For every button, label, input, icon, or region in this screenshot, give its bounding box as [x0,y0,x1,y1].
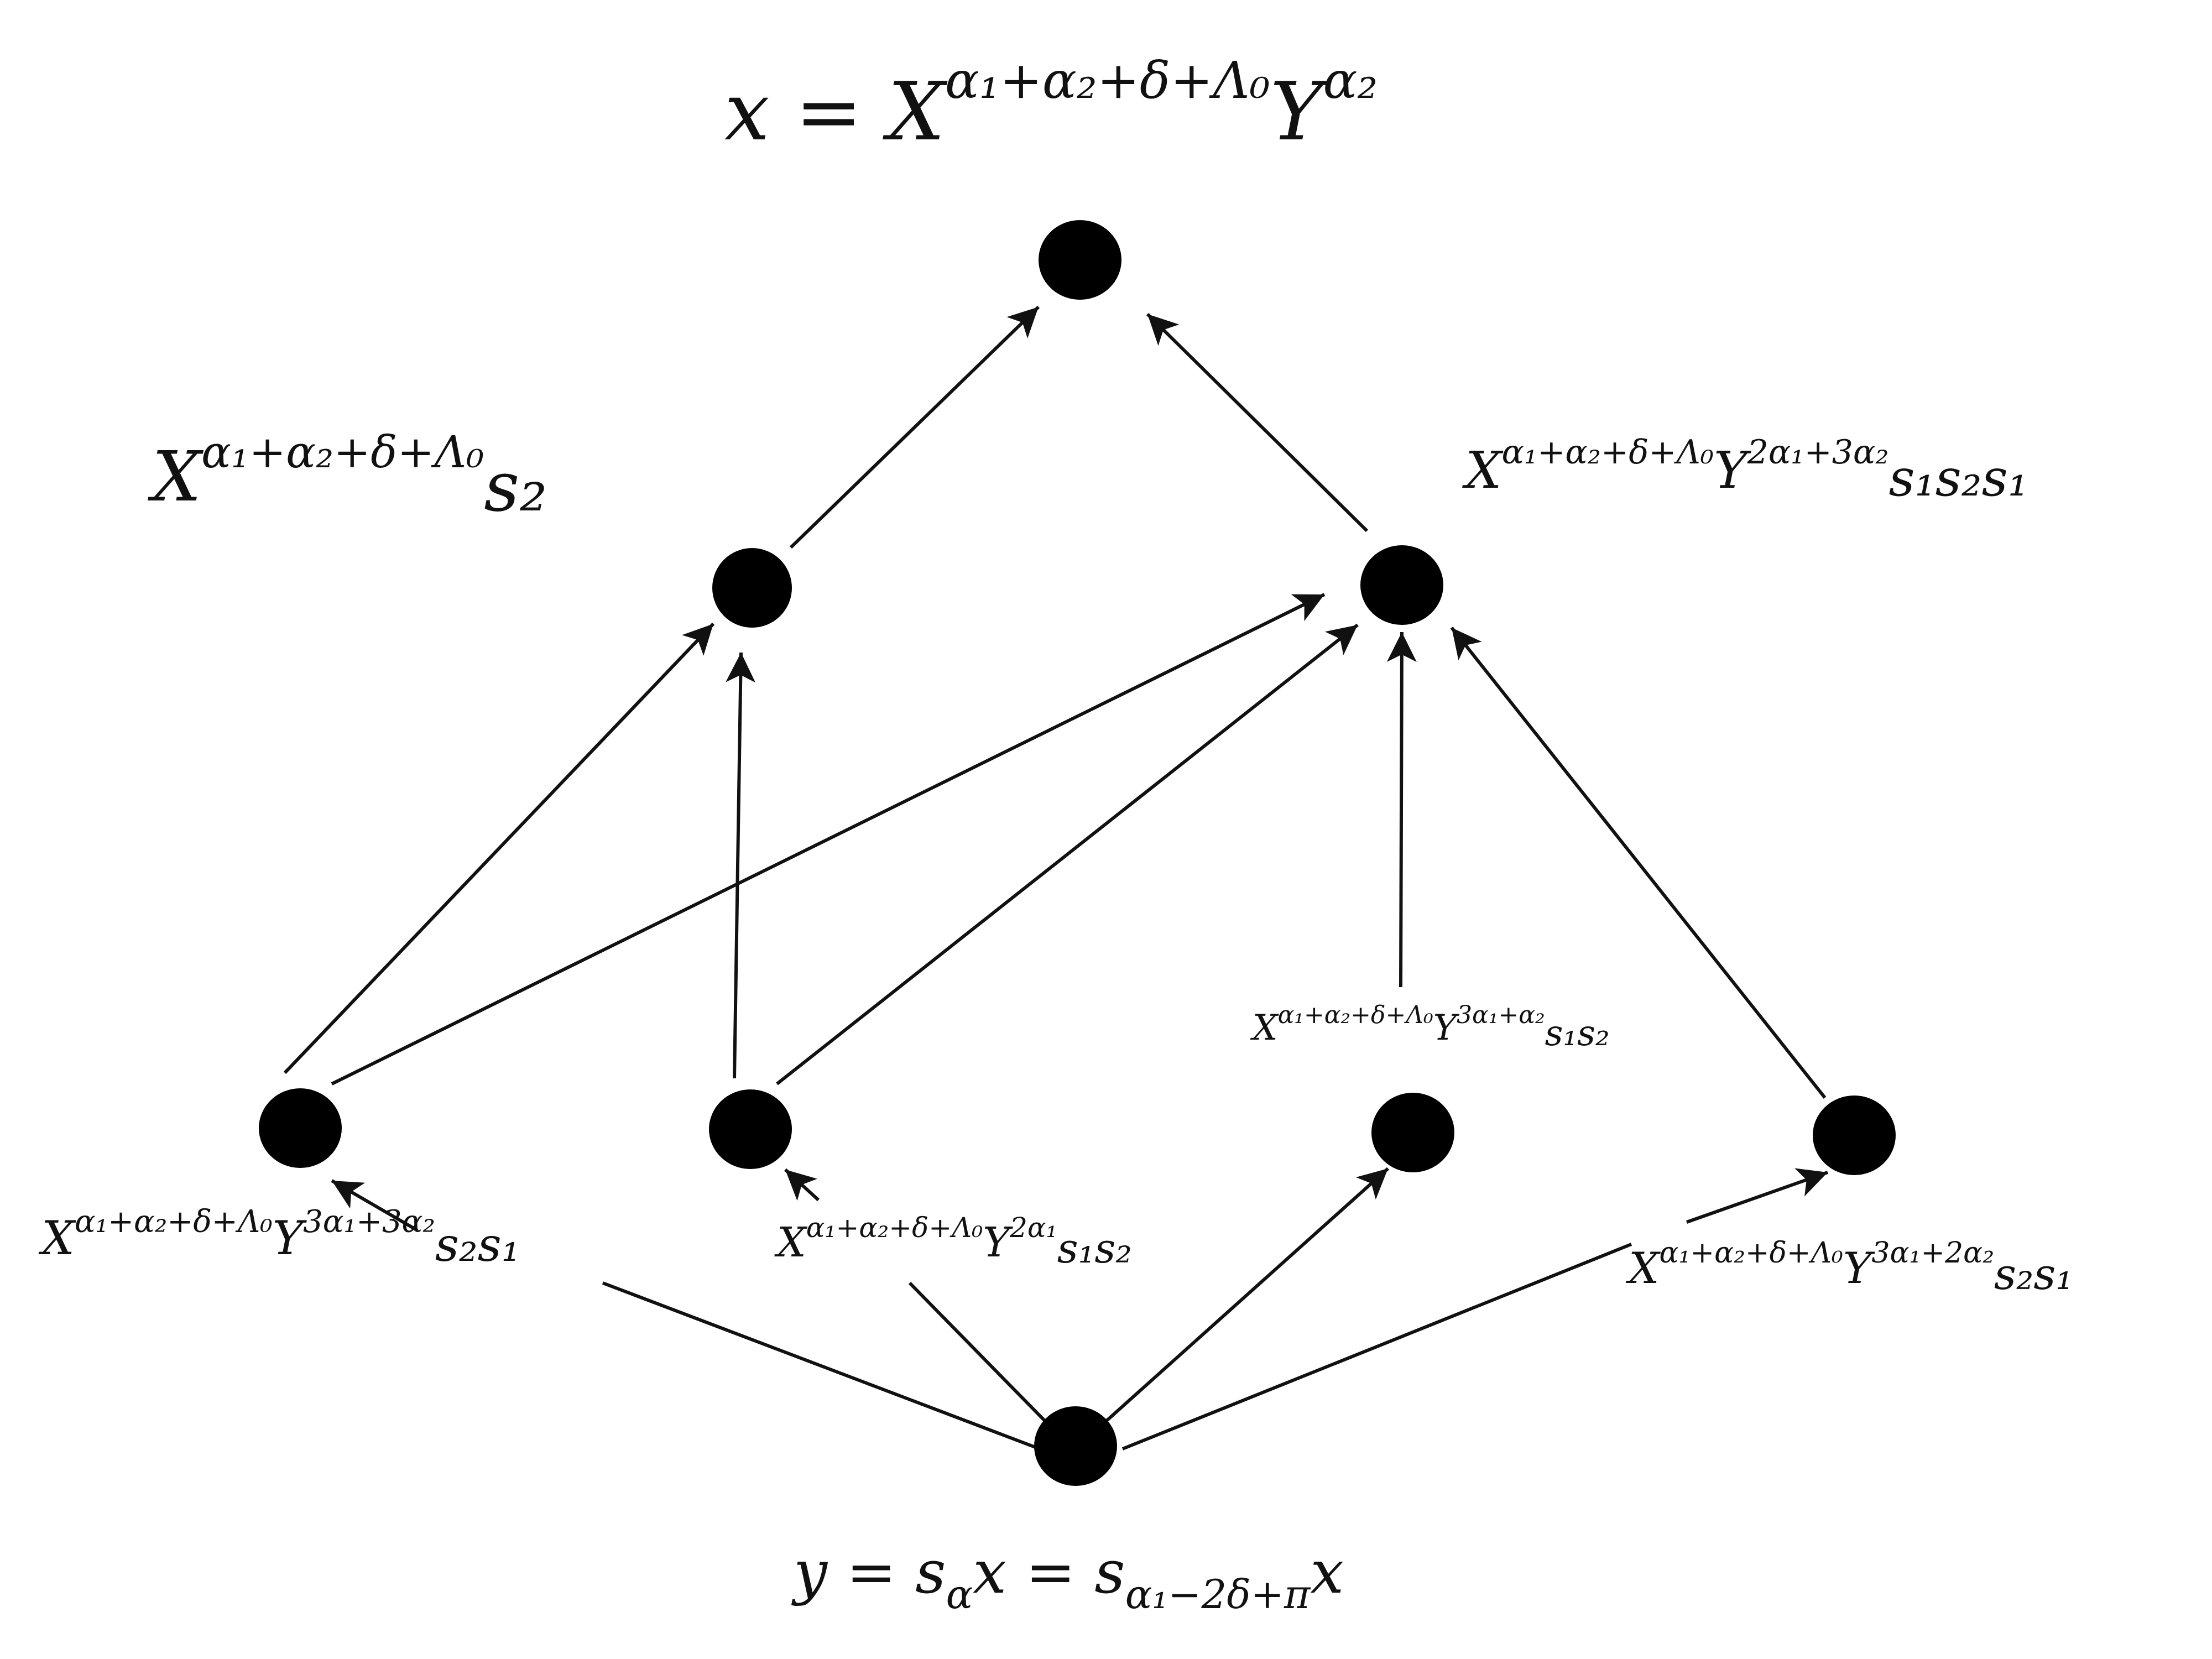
node-lower-left [259,1088,342,1168]
edge-bottom-to-lower-right-b [1686,1168,1828,1224]
label-lower-center: Xα₁+α₂+δ+Λ₀Y2α₁s₁s₂ [774,1212,1132,1272]
edge-lower-left-to-upper-left [283,622,715,1074]
edge-bottom-to-lower-center-a [908,1281,1050,1426]
edge-upper-left-to-top [789,305,1040,549]
node-upper-right [1360,545,1443,625]
labels: x = Xα₁+α₂+δ+Λ₀Yα₂ Xα₁+α₂+δ+Λ₀s₂ Xα₁+α₂+… [38,51,2073,1618]
label-lower-left: Xα₁+α₂+δ+Λ₀Y3α₁+3α₂s₂s₁ [38,1204,520,1272]
label-upper-left: Xα₁+α₂+δ+Λ₀s₂ [147,426,547,527]
edge-lower-center-to-upper-right [776,623,1359,1086]
edge-upper-right-to-top [1146,312,1369,533]
node-top [1039,220,1121,300]
label-bottom: y = sαx = sα₁−2δ+πx [791,1538,1344,1618]
edge-bottom-to-lower-mid [1104,1167,1390,1423]
nodes [259,220,1896,1486]
edge-bottom-to-lower-center-b [784,1168,820,1202]
edges [283,305,1828,1451]
edge-bottom-to-lower-left-a [602,1281,1041,1451]
edge-lower-left-to-upper-right [331,593,1326,1086]
node-bottom [1034,1406,1117,1486]
edge-lower-center-to-upper-left [726,652,756,1079]
label-mid-right: Xα₁+α₂+δ+Λ₀Y3α₁+α₂s₁s₂ [1250,1001,1610,1054]
edge-bottom-to-lower-left-b [331,1179,419,1232]
edge-mid-to-upper-right [1386,632,1417,988]
label-lower-right: Xα₁+α₂+δ+Λ₀Y3α₁+2α₂s₂s₁ [1625,1237,2073,1300]
node-lower-right [1813,1095,1896,1175]
node-upper-left [712,548,792,628]
label-top: x = Xα₁+α₂+δ+Λ₀Yα₂ [724,51,1378,159]
node-lower-center [709,1089,792,1169]
edge-bottom-to-lower-right-a [1121,1243,1632,1451]
label-upper-right: Xα₁+α₂+δ+Λ₀Y2α₁+3α₂s₁s₂s₁ [1462,433,2028,508]
edge-lower-right-to-upper-right [1450,627,1827,1099]
node-lower-mid [1371,1093,1454,1172]
